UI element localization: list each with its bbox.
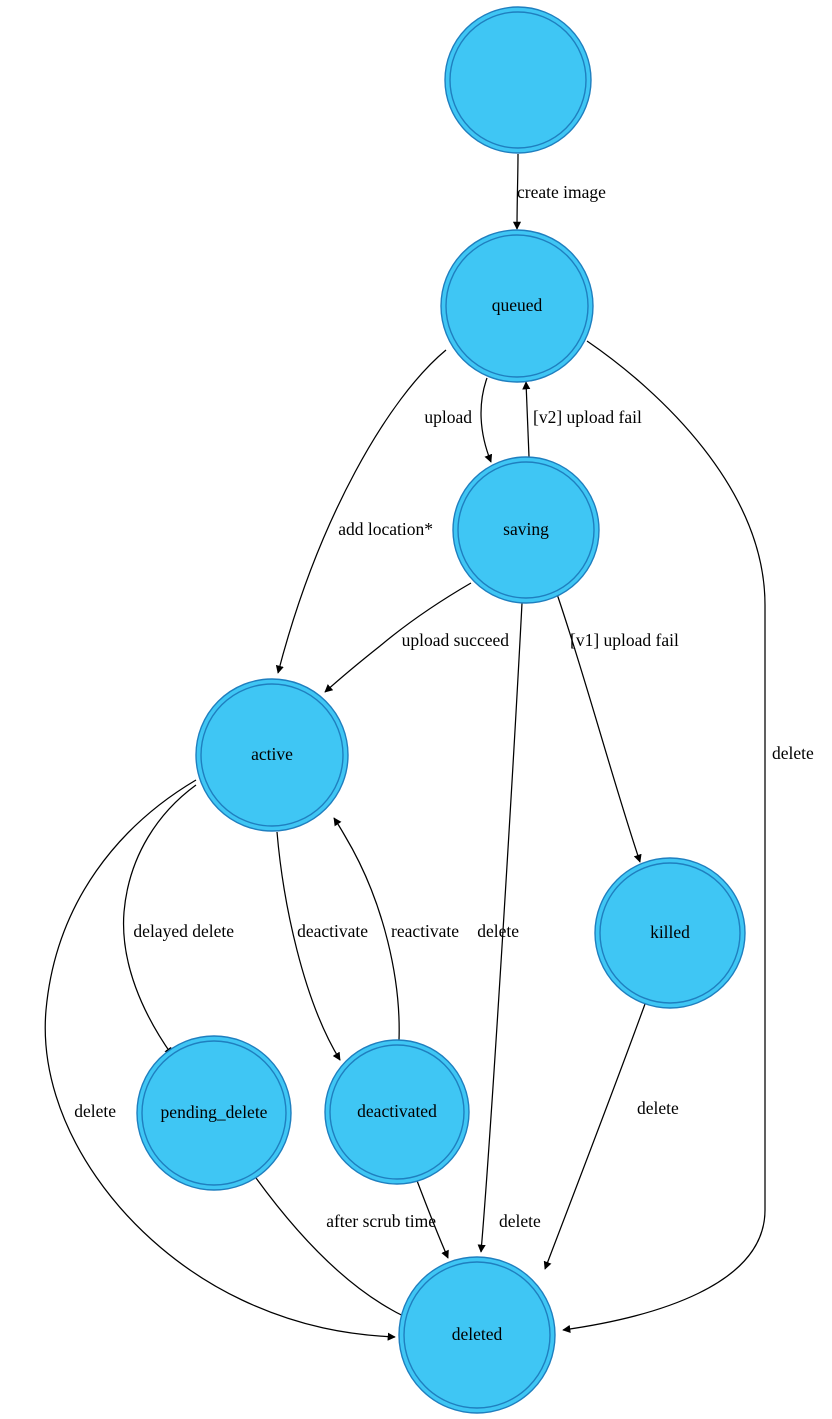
- edge-label-deactivated-to-active: reactivate: [391, 921, 459, 941]
- edge-label-killed-to-deleted: delete: [637, 1098, 679, 1118]
- edge-label-saving-to-queued: [v2] upload fail: [533, 407, 642, 427]
- node-inner-ring-pending_delete: [141, 1040, 287, 1186]
- edge-label-queued-to-deleted: delete: [772, 743, 814, 763]
- node-inner-ring-saving: [457, 461, 595, 599]
- node-inner-ring-start: [449, 11, 587, 149]
- edge-label-queued-to-active: add location*: [338, 519, 433, 539]
- node-label-active: active: [251, 744, 293, 764]
- state-node-deleted[interactable]: deleted: [398, 1256, 556, 1414]
- edge-label-saving-to-deleted: delete: [477, 921, 519, 941]
- edge-queued-to-deleted: [562, 340, 766, 1333]
- node-label-deleted: deleted: [452, 1324, 503, 1344]
- node-label-pending_delete: pending_delete: [161, 1102, 268, 1122]
- edge-active-to-deleted: [44, 779, 396, 1341]
- edge-label-start-to-queued: create image: [517, 182, 606, 202]
- node-inner-ring-queued: [445, 234, 589, 378]
- node-label-killed: killed: [650, 922, 690, 942]
- edge-label-saving-to-killed: [v1] upload fail: [570, 630, 679, 650]
- node-label-saving: saving: [503, 519, 549, 539]
- edge-saving-to-deleted: [477, 602, 523, 1253]
- state-node-deactivated[interactable]: deactivated: [324, 1039, 470, 1185]
- edge-label-active-to-deactivated: deactivate: [297, 921, 368, 941]
- edge-start-to-queued: [512, 153, 522, 230]
- edge-active-to-deactivated: [276, 831, 341, 1061]
- node-inner-ring-deactivated: [329, 1044, 465, 1180]
- edge-queued-to-saving: [480, 377, 493, 463]
- edge-saving-to-killed: [556, 593, 642, 863]
- edge-label-saving-to-active: upload succeed: [402, 630, 510, 650]
- edge-saving-to-queued: [522, 381, 531, 458]
- edge-deactivated-to-deleted: [415, 1177, 449, 1259]
- state-node-killed[interactable]: killed: [594, 857, 746, 1009]
- edge-saving-to-active: [324, 582, 472, 693]
- edge-label-active-to-pending_delete: delayed delete: [133, 921, 234, 941]
- edge-deactivated-to-active: [333, 817, 400, 1041]
- node-inner-ring-deleted: [403, 1261, 551, 1409]
- state-node-pending_delete[interactable]: pending_delete: [136, 1035, 292, 1191]
- edge-label-active-to-deleted: delete: [74, 1101, 116, 1121]
- state-node-saving[interactable]: saving: [452, 456, 600, 604]
- edge-active-to-pending_delete: [122, 784, 197, 1056]
- node-label-deactivated: deactivated: [357, 1101, 437, 1121]
- edge-queued-to-active: [275, 349, 447, 674]
- state-node-start[interactable]: [444, 6, 592, 154]
- edge-label-queued-to-saving: upload: [424, 407, 472, 427]
- state-node-queued[interactable]: queued: [440, 229, 594, 383]
- node-inner-ring-killed: [599, 862, 741, 1004]
- edge-labels-layer: create image upload [v2] upload fail add lo…: [74, 182, 814, 1231]
- state-node-active[interactable]: active: [195, 678, 349, 832]
- node-label-queued: queued: [492, 295, 543, 315]
- edge-label-pending_delete-to-deleted: after scrub time: [326, 1211, 436, 1231]
- edge-pending_delete-to-deleted: [255, 1177, 419, 1324]
- edge-label-deactivated-to-deleted: delete: [499, 1211, 541, 1231]
- node-inner-ring-active: [200, 683, 344, 827]
- edge-killed-to-deleted: [543, 1003, 646, 1270]
